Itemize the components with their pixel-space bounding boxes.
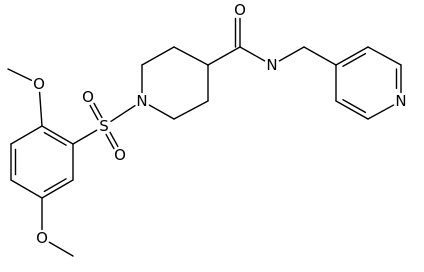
atom-symbol-n_pip: N xyxy=(136,92,147,110)
double-bond-a3-a4-inner xyxy=(43,178,67,193)
double-bond-py1-py2 xyxy=(335,46,369,66)
double-bond-py5-py6-inner xyxy=(342,99,367,114)
double-bond-s-o_s1-inner xyxy=(89,104,99,121)
single-bond-ch2-py1 xyxy=(303,46,337,66)
double-bond-s-o_s2-inner xyxy=(109,131,119,148)
atom-symbol-o_me1: O xyxy=(33,75,45,93)
double-bond-py1-py2-inner xyxy=(342,52,367,67)
single-bond-p4-p5 xyxy=(141,46,175,66)
double-bond-s-o_s1 xyxy=(93,102,103,119)
single-bond-o_me1-a1 xyxy=(38,91,43,127)
single-bond-c_am-n_am xyxy=(239,46,266,62)
atom-symbol-o_am: O xyxy=(234,1,246,19)
single-bond-p3-p4 xyxy=(173,46,209,66)
single-bond-a4-a5 xyxy=(10,179,43,199)
atom-label-o_am: O xyxy=(234,1,246,19)
double-bond-a3-a4 xyxy=(41,179,74,199)
double-bond-py5-py6 xyxy=(335,100,369,120)
atom-symbol-s: S xyxy=(99,117,109,135)
atom-label-n_pip: N xyxy=(136,92,147,110)
single-bond-o_me2-c_me2 xyxy=(48,241,74,257)
double-bond-a1-a2-inner xyxy=(43,131,67,146)
atom-label-n_py: N xyxy=(395,92,406,110)
bonds-layer xyxy=(7,17,402,257)
single-bond-n_py-py5 xyxy=(367,104,395,120)
atom-symbol-o_s1: O xyxy=(82,88,94,106)
single-bond-c_me1-o_me1 xyxy=(7,68,33,82)
atom-symbol-o_s2: O xyxy=(114,146,126,164)
atom-label-o_s2: O xyxy=(114,146,126,164)
atom-symbol-n_py: N xyxy=(395,92,406,110)
single-bond-a2-s xyxy=(72,129,98,145)
atom-symbol-n_am: N xyxy=(266,56,277,74)
atom-label-s: S xyxy=(99,117,109,135)
double-bond-a1-a2 xyxy=(41,125,74,145)
single-bond-py2-py3 xyxy=(367,46,402,66)
atom-label-o_s1: O xyxy=(82,88,94,106)
atom-label-o_me1: O xyxy=(33,75,45,93)
single-bond-p3-c_am xyxy=(207,46,241,66)
atom-label-n_am: N xyxy=(266,56,277,74)
single-bond-p1-p2 xyxy=(173,100,209,120)
single-bond-a6-a1 xyxy=(10,125,43,145)
double-bond-s-o_s2 xyxy=(105,133,115,150)
single-bond-n_pip-p1 xyxy=(148,104,175,120)
atom-symbol-o_me2: O xyxy=(36,229,48,247)
single-bond-s-n_pip xyxy=(110,104,136,123)
atom-label-o_me2: O xyxy=(36,229,48,247)
single-bond-n_am-ch2 xyxy=(278,46,305,62)
